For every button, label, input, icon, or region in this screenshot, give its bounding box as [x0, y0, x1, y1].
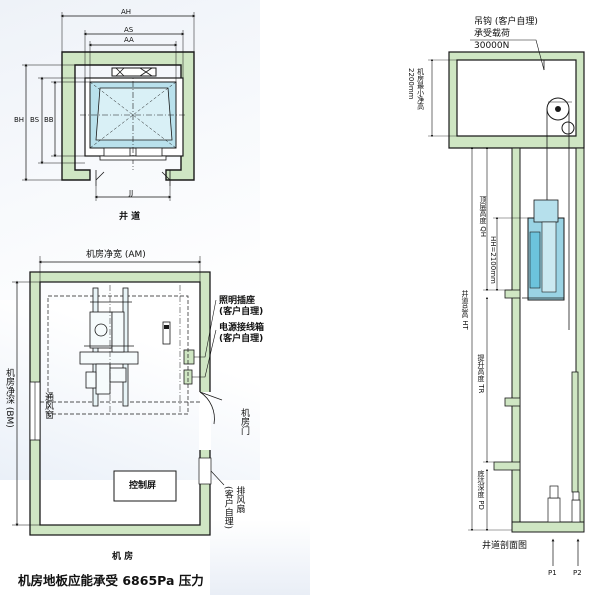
dim-label-bs: BS [30, 116, 40, 124]
exhaust-fan-label: 排风扇 (客户自理) [222, 486, 245, 530]
machine-room-width-label: 机房净宽 (AM) [86, 250, 146, 260]
counterweight [111, 67, 157, 77]
machine-room-min-height-label: 机房最小净高 2200mm [406, 68, 425, 110]
hoistway-section [428, 39, 585, 566]
traction-machine [79, 311, 139, 395]
machine-room-plan [12, 256, 225, 536]
control-cabinet [113, 470, 177, 502]
p1-label: P1 [548, 569, 557, 577]
section-title: 井道剖面图 [482, 541, 528, 551]
dim-label-bh: BH [14, 116, 25, 124]
dim-label-aa: AA [124, 36, 134, 44]
dim-label-jj: JJ [129, 189, 134, 197]
load-value: 30000N [474, 41, 510, 51]
total-height-label: 井道总高 HT [461, 290, 469, 330]
background-wash [0, 300, 260, 480]
dim-label-ah: AH [121, 8, 132, 16]
hoistway-left-wall [511, 147, 521, 531]
door-opening [199, 392, 211, 450]
dim-label-bb: BB [44, 116, 54, 124]
door-height-label: HH=2100mm [489, 236, 497, 284]
machine-room-door-label: 机房门 [239, 408, 249, 435]
hoistway-projection [47, 295, 189, 415]
floor-load-caption: 机房地板应能承受 6865Pa 压力 [18, 573, 204, 588]
section-car [522, 199, 565, 301]
junction-box-label: 电源接线箱 (客户自理) [219, 323, 265, 345]
vent-window-label: 通风窗 [43, 392, 53, 419]
machine-room-title: 机 房 [112, 552, 134, 562]
socket-label: 照明插座 (客户自理) [219, 296, 264, 318]
exhaust-opening [198, 457, 212, 485]
top-height-label: 顶层高度 QH [479, 196, 487, 237]
dim-label-as: AS [124, 26, 134, 34]
hoistway-plan-title: 井 道 [119, 212, 141, 222]
section-counterweight [571, 371, 579, 493]
machine-room-wall [29, 271, 211, 536]
travel-height-label: 提升高度 TR [477, 354, 485, 394]
pit-floor [511, 521, 585, 533]
door-sill [99, 155, 167, 161]
background-wash [210, 520, 310, 595]
control-cabinet-label: 控制屏 [129, 481, 157, 491]
deflector-sheave [561, 121, 575, 135]
p2-label: P2 [573, 569, 582, 577]
pit-depth-label: 底坑深度 PD [477, 470, 485, 510]
hoistway-wall [61, 51, 195, 181]
pit-buffers [547, 485, 581, 523]
hook-label: 吊钩 (客户自理) [474, 17, 538, 27]
door-swing [199, 391, 223, 425]
load-label: 承受载荷 [474, 29, 511, 39]
socket-box [183, 349, 195, 365]
hoistway-plan [22, 12, 196, 201]
machine-room-depth-label: 机房净深 (BM) [4, 368, 14, 428]
